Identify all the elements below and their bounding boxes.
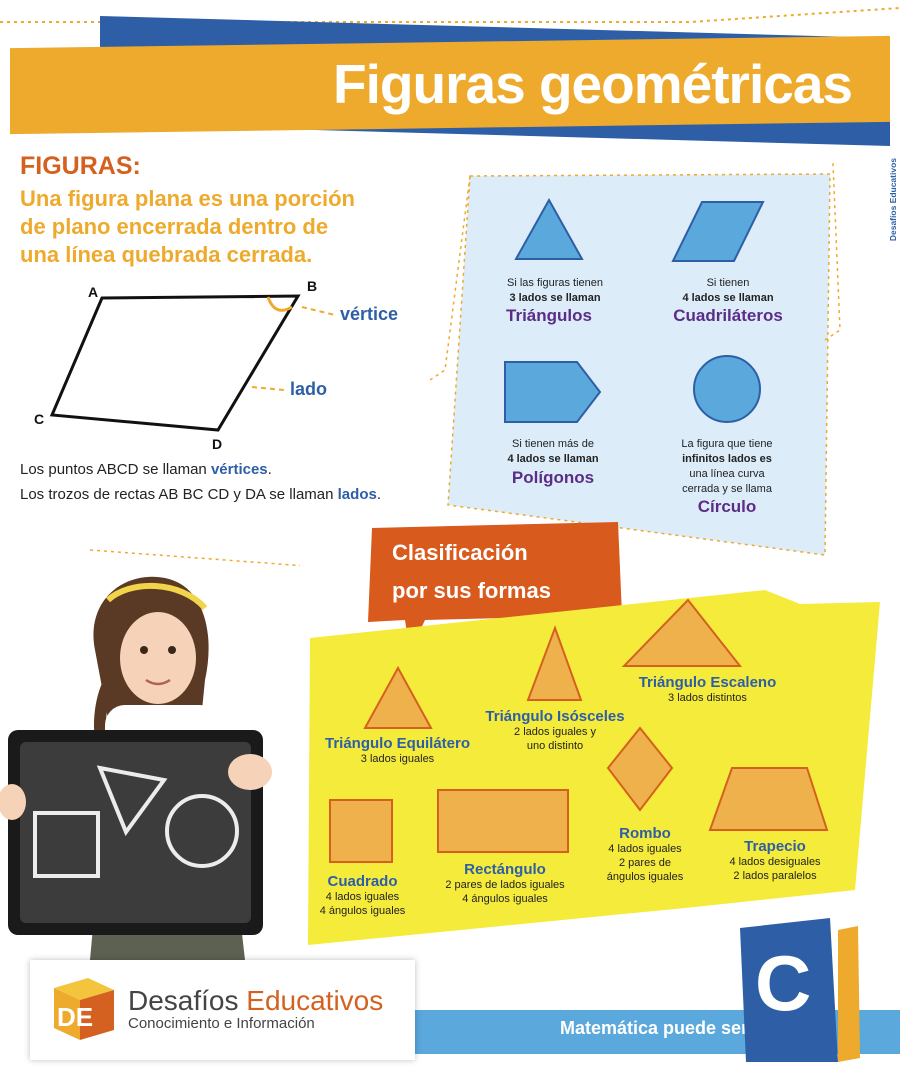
square-desc-1: 4 lados iguales xyxy=(325,891,400,903)
trapezoid-title: Trapecio xyxy=(744,838,806,855)
panel-circle-line-3: una línea curva xyxy=(689,468,765,480)
square-desc-2: 4 ángulos iguales xyxy=(319,905,406,917)
brand-subtitle: Conocimiento e Información xyxy=(128,1015,315,1032)
rectangle-label: Rectángulo 2 pares de lados iguales 4 án… xyxy=(425,861,585,906)
scalene-triangle-label: Triángulo Escaleno 3 lados distintos xyxy=(625,674,790,705)
panel-circle-line-1: La figura que tiene xyxy=(681,438,773,450)
caption-vertices-post: . xyxy=(267,461,272,478)
chalkboard xyxy=(8,730,263,935)
circle-icon xyxy=(693,355,761,423)
trapezoid-desc-2: 2 lados paralelos xyxy=(733,870,817,882)
panel-circle-line-4: cerrada y se llama xyxy=(682,483,772,495)
quadrilateral-shape xyxy=(49,294,301,432)
definition-line-3: una línea quebrada cerrada. xyxy=(20,242,313,267)
rhombus-desc-2: 2 pares de xyxy=(619,857,671,869)
scalene-triangle-icon xyxy=(621,598,743,667)
vertex-angle-arc xyxy=(266,296,293,312)
panel-polygons-name: Polígonos xyxy=(511,468,595,487)
scalene-triangle-title: Triángulo Escaleno xyxy=(638,674,777,691)
panel-triangles-line-2: 3 lados se llaman xyxy=(509,292,601,304)
rhombus-title: Rombo xyxy=(619,825,671,842)
caption-sides-highlight: lados xyxy=(337,486,377,503)
rhombus-label: Rombo 4 lados iguales 2 pares de ángulos… xyxy=(590,825,700,884)
corner-badge: C xyxy=(740,918,860,1062)
equilateral-triangle-label: Triángulo Equilátero 3 lados iguales xyxy=(310,735,485,766)
equilateral-triangle-desc: 3 lados iguales xyxy=(360,753,435,765)
corner-letter: C xyxy=(755,939,811,1027)
vertex-label-b: B xyxy=(307,278,317,294)
figure-types-panel xyxy=(430,160,841,556)
side-brand: Desafíos Educativos xyxy=(884,158,900,258)
caption-vertices-pre: Los puntos ABCD se llaman xyxy=(20,461,211,478)
isosceles-triangle-label: Triángulo Isósceles 2 lados iguales y un… xyxy=(470,708,640,753)
vertex-term: vértice xyxy=(340,304,399,324)
rectangle-desc-1: 2 pares de lados iguales xyxy=(445,879,565,891)
definition-line-1: Una figura plana es una porción xyxy=(20,186,355,211)
panel-circle-text: La figura que tiene infinitos lados es u… xyxy=(637,437,817,497)
pentagon-icon xyxy=(504,361,602,423)
square-icon xyxy=(329,799,393,863)
panel-circle-line-2: infinitos lados es xyxy=(682,453,772,465)
caption-sides: Los trozos de rectas AB BC CD y DA se ll… xyxy=(20,486,381,503)
caption-vertices-highlight: vértices xyxy=(210,461,268,478)
vertex-pointer xyxy=(301,306,336,316)
side-term: lado xyxy=(290,379,328,399)
side-pointer xyxy=(251,386,285,391)
logo-cube-icon: DE xyxy=(54,978,114,1040)
trapezoid-label: Trapecio 4 lados desiguales 2 lados para… xyxy=(705,838,845,883)
quadrilateral-diagram: A B C D xyxy=(34,278,336,452)
logo-letters: DE xyxy=(57,1002,93,1032)
panel-quadrilaterals-line-2: 4 lados se llaman xyxy=(682,292,774,304)
parallelogram-icon xyxy=(671,201,765,262)
scalene-triangle-desc: 3 lados distintos xyxy=(668,692,747,704)
panel-quadrilaterals-line-1: Si tienen xyxy=(706,277,750,289)
rectangle-title: Rectángulo xyxy=(464,861,546,878)
panel-polygons-line-2: 4 lados se llaman xyxy=(507,453,599,465)
vertex-label-d: D xyxy=(212,436,222,452)
girl-hand xyxy=(228,754,272,790)
classification-title-line-1: Clasificación xyxy=(392,540,528,565)
triangle-icon xyxy=(514,197,584,260)
brand-name: Desafíos Educativos xyxy=(128,985,383,1017)
definition-line-2: de plano encerrada dentro de xyxy=(20,214,329,239)
classification-panel xyxy=(308,590,880,945)
side-brand-text: Desafíos Educativos xyxy=(888,158,898,242)
girl-face xyxy=(120,612,196,704)
rhombus-desc-3: ángulos iguales xyxy=(606,871,684,883)
girl-with-chalkboard-illustration xyxy=(0,549,300,960)
vertex-label-c: C xyxy=(34,411,44,427)
trapezoid-icon xyxy=(708,767,829,831)
caption-vertices: Los puntos ABCD se llaman vértices. xyxy=(20,461,272,478)
isosceles-triangle-title: Triángulo Isósceles xyxy=(485,708,625,725)
square-label: Cuadrado 4 lados iguales 4 ángulos igual… xyxy=(300,873,425,918)
panel-quadrilaterals-text: Si tienen 4 lados se llaman xyxy=(638,276,818,306)
caption-sides-post: . xyxy=(376,486,381,503)
trapezoid-desc-1: 4 lados desiguales xyxy=(729,856,821,868)
vertex-label-a: A xyxy=(88,284,98,300)
rhombus-icon xyxy=(606,726,674,812)
panel-circle-name: Círculo xyxy=(697,497,757,516)
brand-name-second: Educativos xyxy=(246,985,384,1016)
panel-polygons-text: Si tienen más de 4 lados se llaman xyxy=(463,437,643,467)
figuras-heading: FIGURAS: xyxy=(20,152,141,180)
panel-triangles-name: Triángulos xyxy=(506,306,592,325)
classification-bubble xyxy=(368,522,622,652)
equilateral-triangle-title: Triángulo Equilátero xyxy=(324,735,470,752)
isosceles-triangle-desc-1: 2 lados iguales y xyxy=(514,726,596,738)
equilateral-triangle-icon xyxy=(363,665,433,729)
rhombus-desc-1: 4 lados iguales xyxy=(608,843,682,855)
classification-title-line-2: por sus formas xyxy=(392,578,551,603)
panel-triangles-text: Si las figuras tienen 3 lados se llaman xyxy=(465,276,645,306)
isosceles-triangle-icon xyxy=(526,625,583,701)
panel-triangles-line-1: Si las figuras tienen xyxy=(507,277,603,289)
isosceles-triangle-desc-2: uno distinto xyxy=(526,740,584,752)
brand-name-first: Desafíos xyxy=(128,985,239,1016)
panel-polygons-line-1: Si tienen más de xyxy=(512,438,594,450)
caption-sides-pre: Los trozos de rectas AB BC CD y DA se ll… xyxy=(20,486,338,503)
rectangle-icon xyxy=(437,789,569,853)
page-title: Figuras geométricas xyxy=(333,53,853,115)
rectangle-desc-2: 4 ángulos iguales xyxy=(462,893,548,905)
panel-quadrilaterals-name: Cuadriláteros xyxy=(673,306,783,325)
square-title: Cuadrado xyxy=(327,873,398,890)
